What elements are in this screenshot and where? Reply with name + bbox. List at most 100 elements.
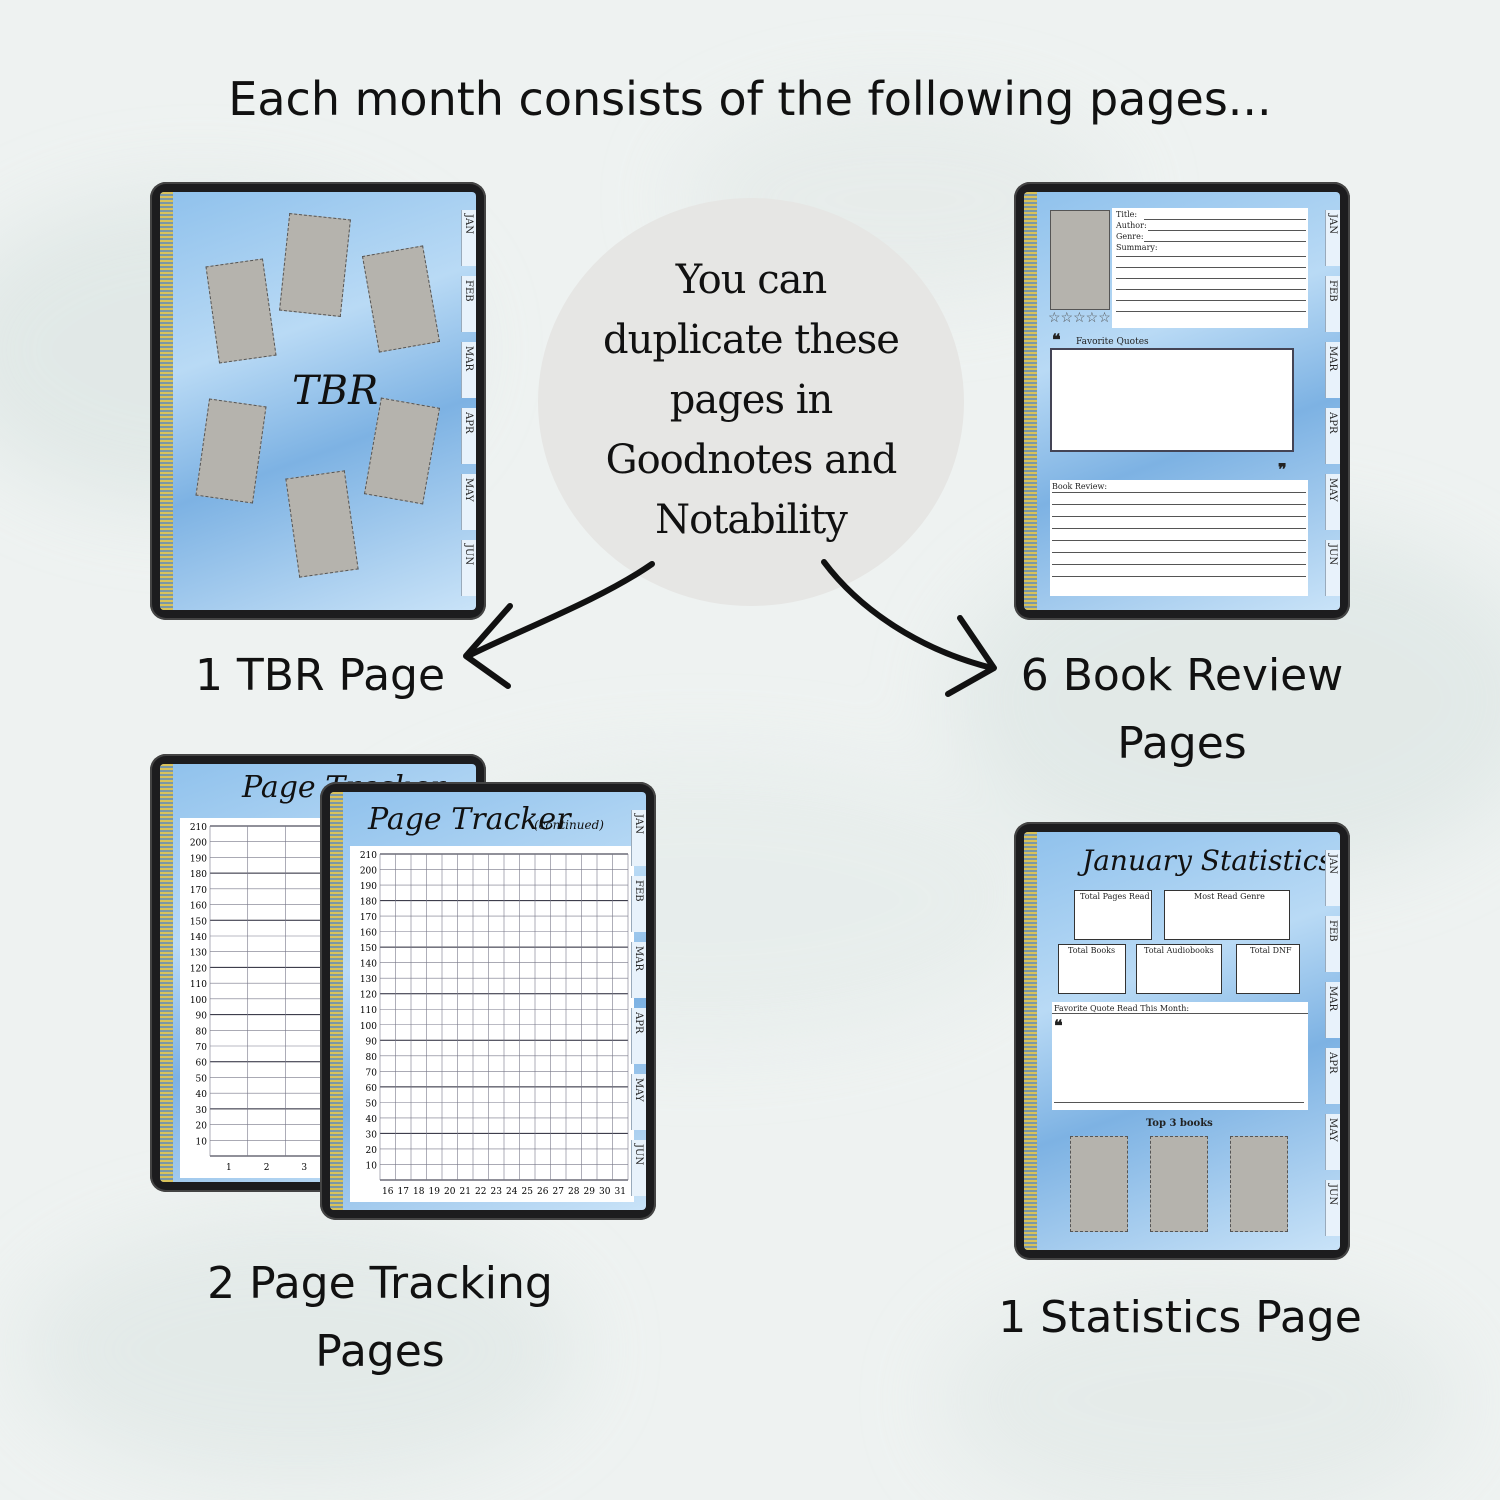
month-tab[interactable]: FEB xyxy=(461,276,476,332)
stat-label: Total DNF xyxy=(1250,946,1292,955)
month-tab[interactable]: JUN xyxy=(1325,540,1340,596)
x-tick-label: 26 xyxy=(537,1187,549,1197)
y-tick-label: 150 xyxy=(190,917,207,927)
y-tick-label: 90 xyxy=(366,1037,378,1047)
month-tabs: JAN FEB MAR APR MAY JUN xyxy=(1325,192,1340,610)
y-tick-label: 140 xyxy=(190,933,207,943)
month-tab[interactable]: MAR xyxy=(631,942,646,998)
stat-box-audiobooks xyxy=(1136,944,1222,994)
grid-front-svg: 2102001901801701601501401301201101009080… xyxy=(360,851,629,1197)
y-tick-label: 60 xyxy=(366,1084,378,1094)
month-tab[interactable]: MAR xyxy=(461,342,476,398)
stats-tablet: January Statistics Total Pages Read Most… xyxy=(1014,822,1350,1260)
left-arrow xyxy=(465,561,655,659)
month-tab[interactable]: JUN xyxy=(631,1140,646,1196)
month-tab[interactable]: JUN xyxy=(1325,1180,1340,1236)
month-tab[interactable]: JAN xyxy=(1325,210,1340,266)
stat-box-total-books xyxy=(1058,944,1126,994)
stat-box-total-pages xyxy=(1074,890,1152,940)
book-cover-placeholder xyxy=(1050,210,1110,310)
y-tick-label: 40 xyxy=(196,1090,208,1100)
month-tab[interactable]: APR xyxy=(1325,408,1340,464)
x-tick-label: 17 xyxy=(398,1187,410,1197)
book-info-panel xyxy=(1112,208,1308,328)
stat-label: Most Read Genre xyxy=(1194,892,1265,901)
month-tab[interactable]: MAY xyxy=(461,474,476,530)
y-tick-label: 100 xyxy=(190,996,207,1006)
spiral-binding xyxy=(160,192,173,610)
month-tabs: JAN FEB MAR APR MAY JUN xyxy=(1325,832,1340,1250)
month-tab[interactable]: APR xyxy=(461,408,476,464)
x-tick-label: 27 xyxy=(553,1187,565,1197)
month-tab[interactable]: JUN xyxy=(461,540,476,596)
y-tick-label: 120 xyxy=(360,991,377,1001)
favorite-quote-panel xyxy=(1052,1002,1308,1110)
left-arrow-head xyxy=(463,603,513,689)
month-tab[interactable]: JAN xyxy=(461,210,476,266)
y-tick-label: 70 xyxy=(366,1068,378,1078)
month-tab[interactable]: MAR xyxy=(1325,342,1340,398)
y-tick-label: 30 xyxy=(196,1106,208,1116)
x-tick-label: 21 xyxy=(460,1187,471,1197)
review-screen: ☆☆☆☆☆ Title: Author: Genre: Summary: ❝ F… xyxy=(1024,192,1340,610)
y-tick-label: 130 xyxy=(190,949,207,959)
y-tick-label: 210 xyxy=(360,851,377,861)
stats-title: January Statistics xyxy=(1082,844,1333,877)
month-tab[interactable]: APR xyxy=(1325,1048,1340,1104)
field-author: Author: xyxy=(1116,221,1147,230)
top-book-placeholder xyxy=(1070,1136,1128,1232)
favorite-quote-label: Favorite Quote Read This Month: xyxy=(1054,1004,1190,1013)
y-tick-label: 10 xyxy=(196,1137,208,1147)
month-tab[interactable]: MAR xyxy=(1325,982,1340,1038)
info-bubble-text: You can duplicate these pages in Goodnot… xyxy=(603,257,900,543)
y-tick-label: 110 xyxy=(190,980,207,990)
page-heading: Each month consists of the following pag… xyxy=(228,72,1272,126)
spiral-binding xyxy=(1024,192,1037,610)
month-tab[interactable]: APR xyxy=(631,1008,646,1064)
stats-screen: January Statistics Total Pages Read Most… xyxy=(1024,832,1340,1250)
month-tab[interactable]: JAN xyxy=(631,810,646,866)
spiral-binding xyxy=(1024,832,1037,1250)
stat-label: Total Books xyxy=(1068,946,1116,955)
y-tick-label: 190 xyxy=(360,882,377,892)
month-tab[interactable]: MAY xyxy=(1325,474,1340,530)
y-tick-label: 160 xyxy=(360,929,377,939)
x-tick-label: 31 xyxy=(615,1187,626,1197)
y-tick-label: 30 xyxy=(366,1130,378,1140)
month-tab[interactable]: FEB xyxy=(1325,276,1340,332)
month-tab[interactable]: FEB xyxy=(631,876,646,932)
spiral-binding xyxy=(330,792,343,1210)
y-tick-label: 80 xyxy=(366,1053,378,1063)
y-tick-label: 40 xyxy=(366,1115,378,1125)
month-tab[interactable]: MAY xyxy=(1325,1114,1340,1170)
month-tabs: JAN FEB MAR APR MAY JUN xyxy=(631,792,646,1210)
y-tick-label: 120 xyxy=(190,964,207,974)
stat-label: Total Audiobooks xyxy=(1144,946,1214,955)
x-tick-label: 30 xyxy=(599,1187,611,1197)
top-book-placeholder xyxy=(1150,1136,1208,1232)
quote-mark-icon: ❝ xyxy=(1054,1016,1063,1035)
y-tick-label: 210 xyxy=(190,823,207,833)
right-arrow xyxy=(821,559,995,671)
top-book-placeholder xyxy=(1230,1136,1288,1232)
y-tick-label: 20 xyxy=(366,1146,378,1156)
month-tab[interactable]: JAN xyxy=(1325,850,1340,906)
x-tick-label: 18 xyxy=(413,1187,425,1197)
month-tab[interactable]: FEB xyxy=(1325,916,1340,972)
x-tick-label: 1 xyxy=(226,1163,232,1173)
y-tick-label: 10 xyxy=(366,1161,378,1171)
x-tick-label: 29 xyxy=(584,1187,596,1197)
x-tick-label: 20 xyxy=(444,1187,456,1197)
y-tick-label: 180 xyxy=(360,898,377,908)
quote-mark-icon: ❝ xyxy=(1052,330,1061,349)
right-arrow-head xyxy=(945,615,997,697)
month-tab[interactable]: MAY xyxy=(631,1074,646,1130)
review-tablet: ☆☆☆☆☆ Title: Author: Genre: Summary: ❝ F… xyxy=(1014,182,1350,620)
x-tick-label: 28 xyxy=(568,1187,580,1197)
field-title: Title: xyxy=(1116,210,1138,219)
y-tick-label: 60 xyxy=(196,1059,208,1069)
y-tick-label: 100 xyxy=(360,1022,377,1032)
